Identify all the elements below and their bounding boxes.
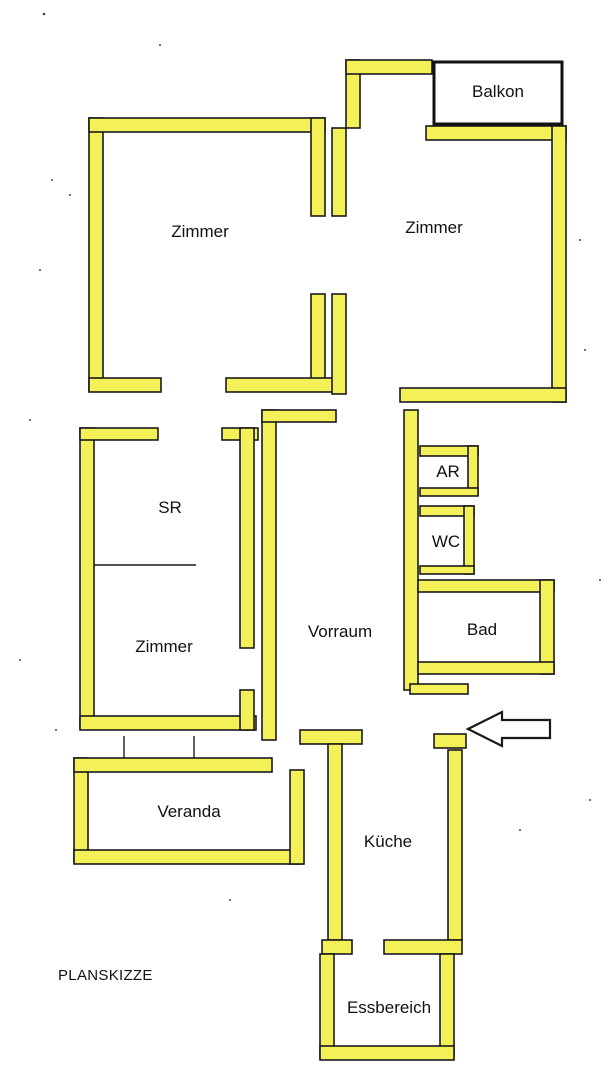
- balcony-outline: [432, 60, 564, 126]
- veranda-walls: [73, 736, 305, 865]
- room-middle-label: Zimmer: [135, 637, 193, 656]
- service-rooms-walls: [409, 445, 555, 695]
- hallway-label: Vorraum: [307, 622, 373, 641]
- room-middle-walls: [79, 427, 259, 731]
- veranda-label: Veranda: [157, 802, 221, 821]
- entrance-arrow-icon: [465, 710, 552, 748]
- room-left-label: Zimmer: [171, 222, 229, 241]
- toilet-label: WC: [431, 532, 461, 551]
- dining-area-label: Essbereich: [346, 998, 432, 1017]
- room-left-walls: [88, 117, 337, 393]
- utility-room-label: AR: [436, 462, 460, 481]
- room-right-walls: [331, 59, 567, 403]
- plan-caption: PLANSKIZZE: [58, 967, 153, 984]
- storage-room-label: SR: [158, 498, 182, 517]
- room-right-label: Zimmer: [405, 218, 463, 237]
- kitchen-dining-walls: [319, 743, 463, 1061]
- kitchen-label: Küche: [363, 832, 413, 851]
- scan-noise: [19, 12, 601, 901]
- balcony-label: Balkon: [472, 82, 524, 101]
- hallway-walls: [261, 409, 467, 749]
- bathroom-label: Bad: [466, 620, 498, 639]
